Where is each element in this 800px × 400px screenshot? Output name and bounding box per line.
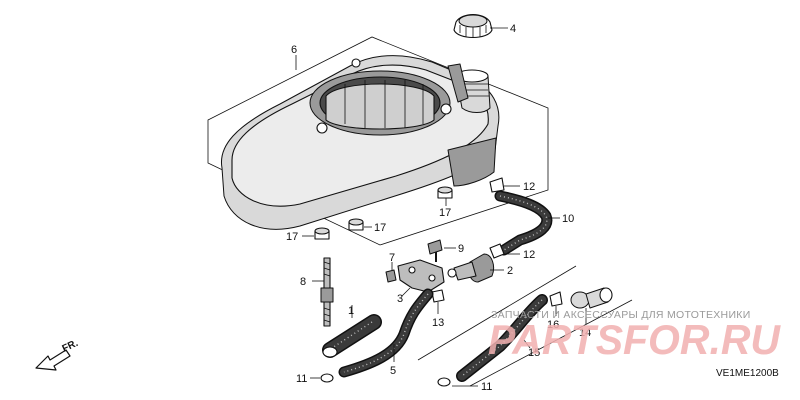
stud-bolt xyxy=(320,257,334,327)
callout-1: 1 xyxy=(348,305,354,317)
tank-bracket xyxy=(397,259,445,293)
callout-11-right: 11 xyxy=(481,381,492,393)
callout-17-mid: 17 xyxy=(374,222,386,234)
callout-labels: 1 2 3 4 5 6 7 8 9 10 11 11 12 12 13 14 1… xyxy=(286,23,591,393)
callout-3: 3 xyxy=(397,293,403,305)
clip-16 xyxy=(549,291,563,307)
fuel-hose-10 xyxy=(494,190,553,256)
watermark-caption: ЗАПЧАСТИ И АКСЕССУАРЫ ДЛЯ МОТОТЕХНИКИ xyxy=(491,309,751,321)
callout-6: 6 xyxy=(291,44,297,56)
assembly-frame xyxy=(207,36,549,246)
diagram-code: VE1ME1200B xyxy=(716,368,779,379)
bolt-9 xyxy=(427,239,443,262)
hose-clip-11-left xyxy=(320,373,334,383)
fuel-valve xyxy=(447,253,495,283)
fuel-hose-1 xyxy=(322,314,382,358)
front-direction-label: FR. xyxy=(61,338,80,355)
flange-nut-b xyxy=(314,227,330,240)
callout-9: 9 xyxy=(458,243,464,255)
clip-13 xyxy=(431,289,445,303)
leader-lines xyxy=(295,27,587,387)
callout-15: 15 xyxy=(528,347,540,359)
fuel-tank xyxy=(220,55,500,230)
hose-joint-14 xyxy=(570,287,613,309)
hose-clip-upper xyxy=(489,177,505,193)
callout-11-left: 11 xyxy=(296,373,307,385)
callout-14: 14 xyxy=(579,327,591,339)
flange-nut-a xyxy=(437,186,453,199)
hose-15-assembly xyxy=(417,265,633,387)
callout-13: 13 xyxy=(432,317,444,329)
callout-16: 16 xyxy=(547,319,559,331)
front-direction-arrow: FR. xyxy=(35,338,80,371)
callout-5: 5 xyxy=(390,365,396,377)
callout-4: 4 xyxy=(510,23,516,35)
callout-10: 10 xyxy=(562,213,574,225)
nut-7 xyxy=(385,269,397,283)
fuel-hose-5 xyxy=(338,288,434,378)
callout-12-upper: 12 xyxy=(523,181,535,193)
callout-2: 2 xyxy=(507,265,513,277)
flange-nut-c xyxy=(348,218,364,231)
watermark-brand: PARTSFOR.RU xyxy=(488,316,782,363)
callout-17-left: 17 xyxy=(286,231,298,243)
callout-7: 7 xyxy=(389,252,395,264)
callout-12-lower: 12 xyxy=(523,249,535,261)
callout-17-right: 17 xyxy=(439,207,451,219)
fuel-cap xyxy=(453,13,493,39)
callout-8: 8 xyxy=(300,276,306,288)
watermark: ЗАПЧАСТИ И АКСЕССУАРЫ ДЛЯ МОТОТЕХНИКИ PA… xyxy=(488,309,782,363)
hose-clip-11-right xyxy=(437,377,451,387)
